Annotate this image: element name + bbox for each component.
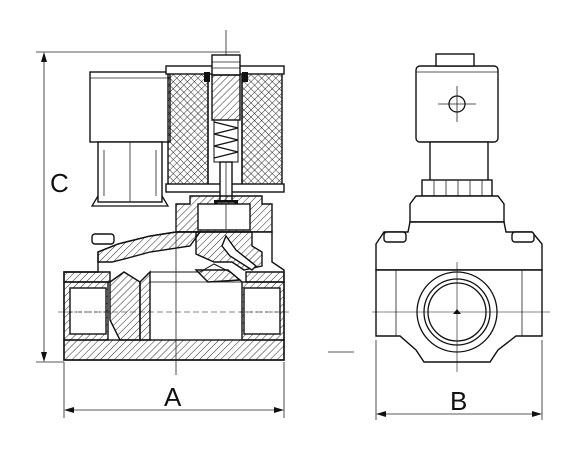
dimension-c: C — [36, 51, 240, 363]
connector-housing-side — [415, 53, 499, 185]
connector-housing — [89, 71, 171, 207]
section-view — [58, 30, 290, 375]
dimension-a: A — [63, 362, 285, 418]
valve-body-side — [372, 221, 550, 372]
solenoid-coil — [165, 65, 285, 193]
valve-bonnet — [175, 195, 273, 233]
valve-body-section — [58, 220, 290, 375]
dimension-b-label: B — [450, 386, 467, 416]
dimension-b: B — [375, 340, 543, 420]
side-view — [372, 53, 550, 372]
bonnet-nut-side — [409, 179, 505, 223]
dimension-a-label: A — [164, 382, 182, 412]
dimension-c-label: C — [50, 168, 69, 198]
